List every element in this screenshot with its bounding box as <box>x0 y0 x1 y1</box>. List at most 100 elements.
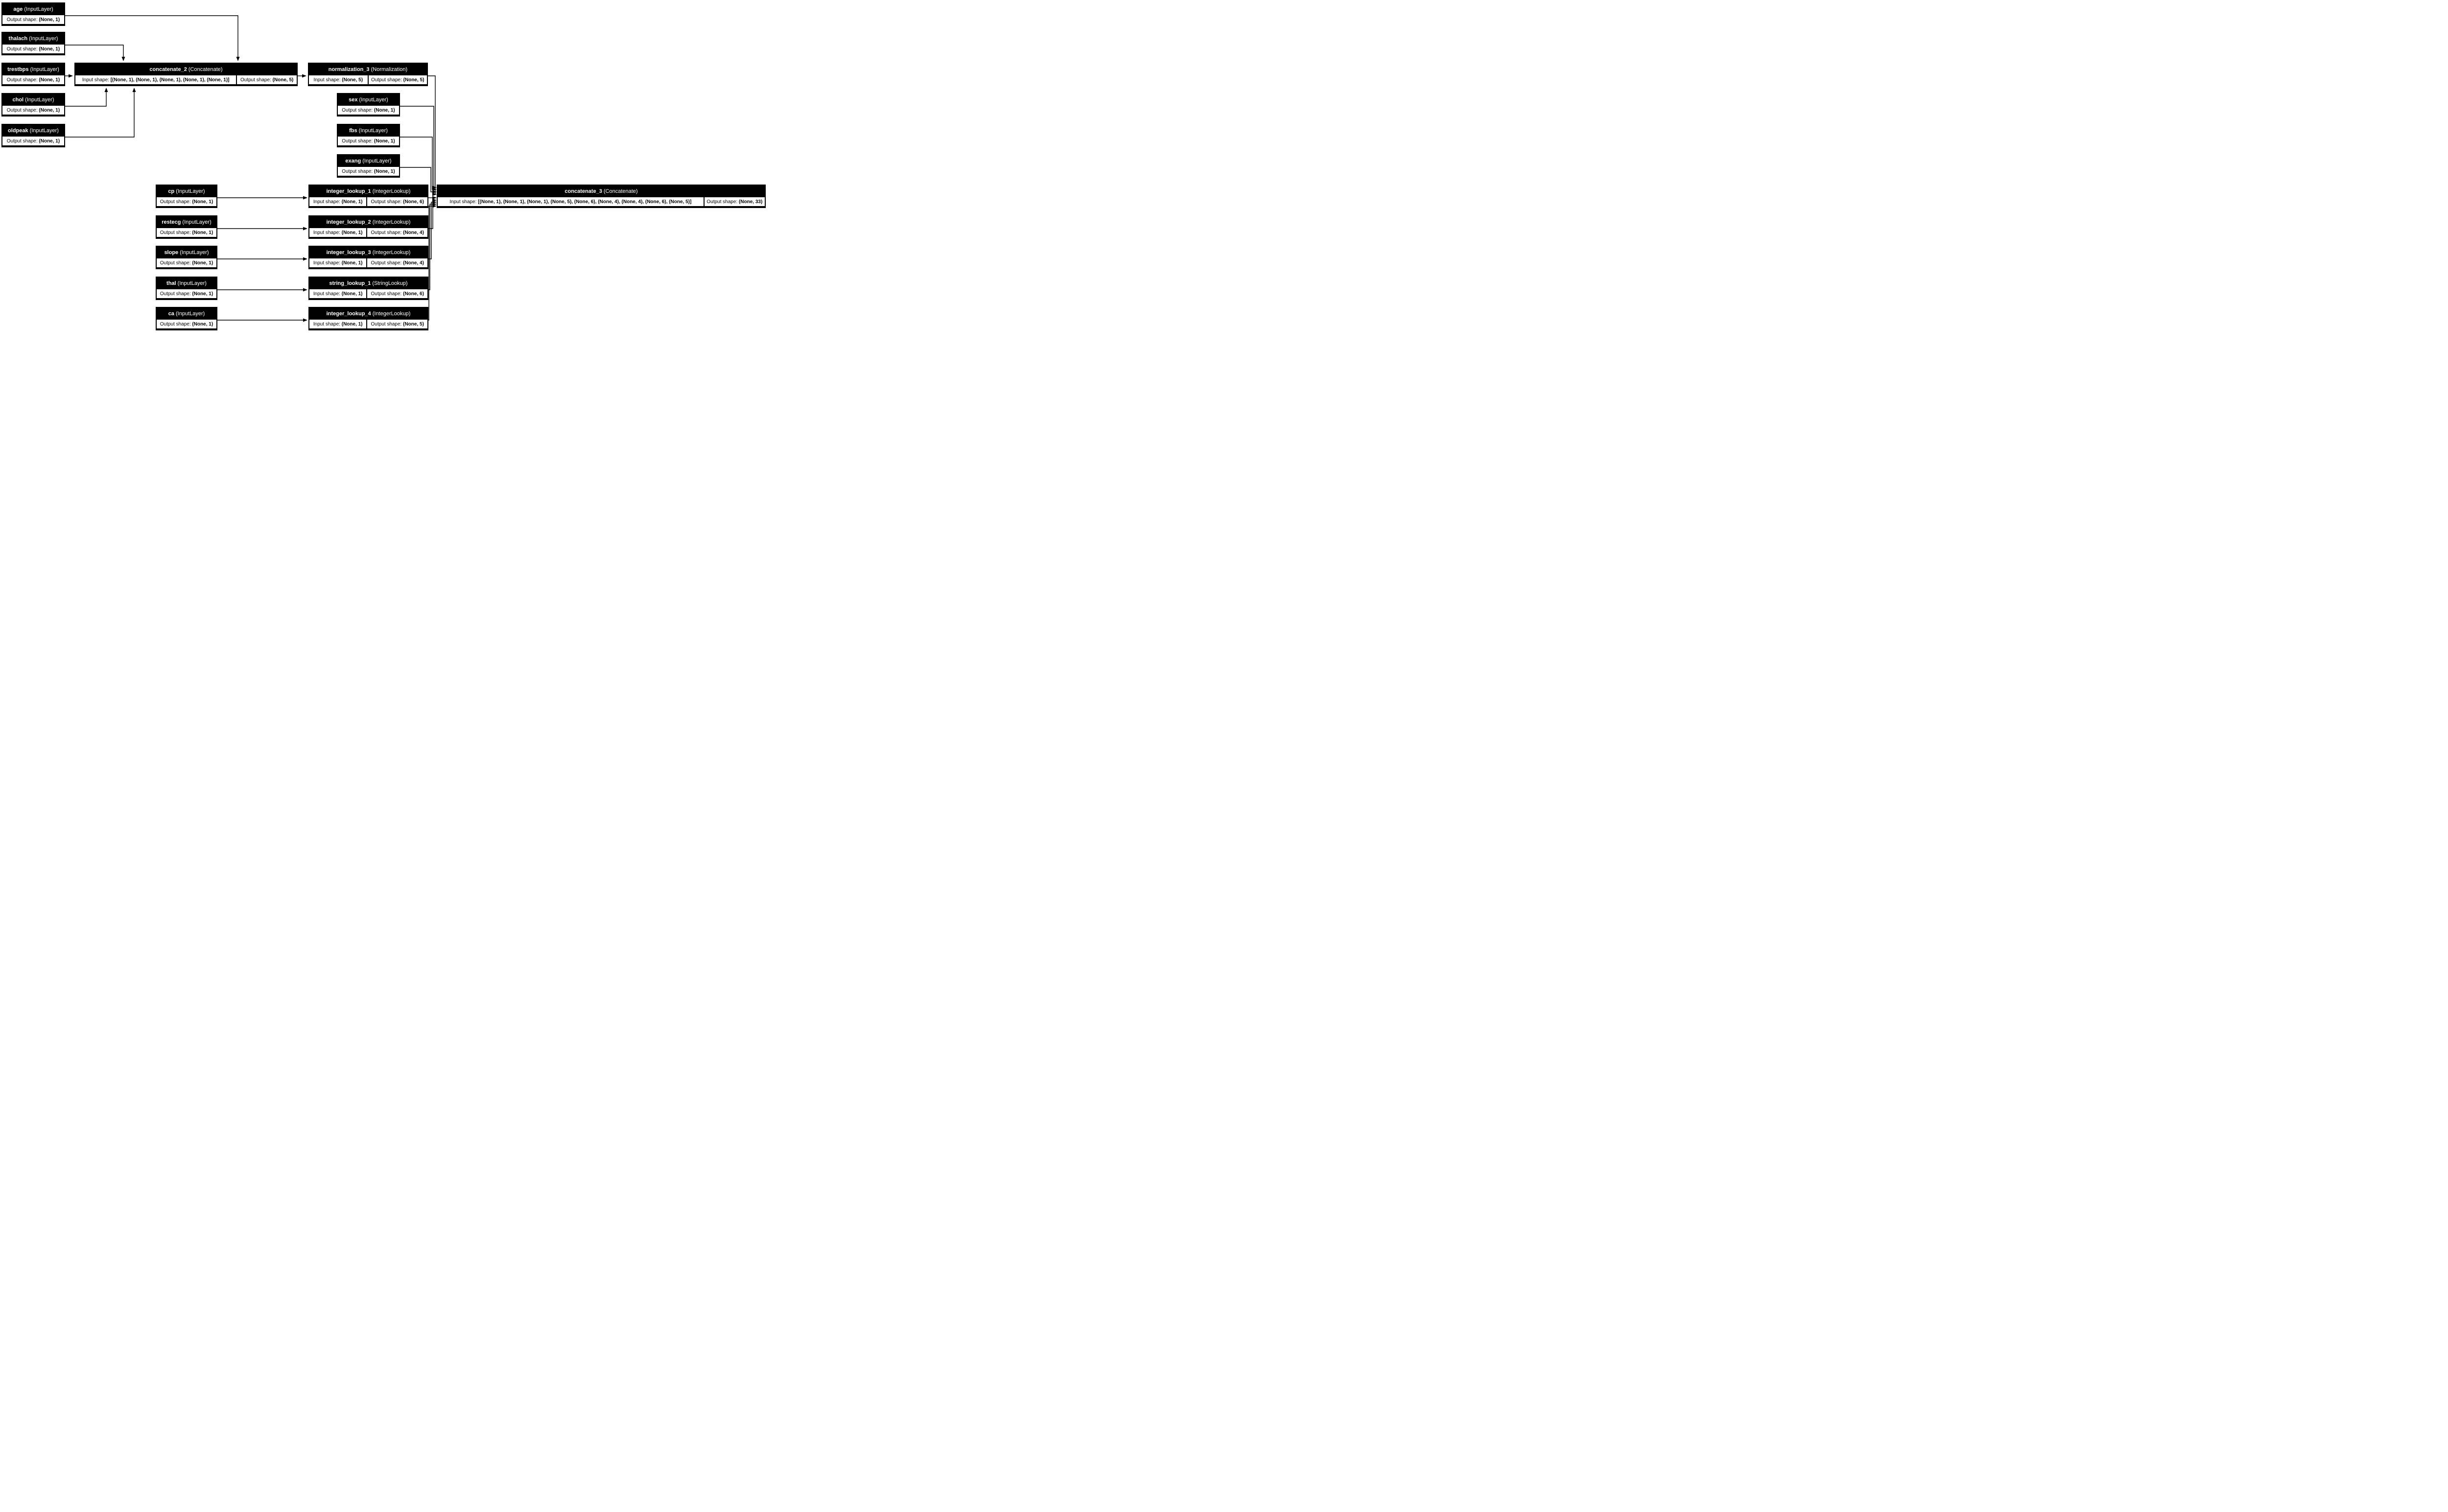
layer-type: (StringLookup) <box>371 280 408 286</box>
layer-type: (InputLayer) <box>23 6 53 12</box>
shape-value: (None, 1) <box>374 138 395 144</box>
layer-name: exang <box>345 158 361 164</box>
shape-label: Output shape: <box>160 321 192 327</box>
shape-value: (None, 1) <box>39 46 60 52</box>
layer-name: slope <box>164 250 179 256</box>
shape-value: (None, 1) <box>374 168 395 174</box>
shape-value: (None, 5) <box>342 77 363 83</box>
layer-node-integer_lookup_1: integer_lookup_1 (IntegerLookup) Input sh… <box>308 185 428 208</box>
layer-type: (IntegerLookup) <box>371 250 411 256</box>
layer-type: (Concatenate) <box>602 188 638 194</box>
layer-node-age: age (InputLayer) Output shape: (None, 1) <box>1 2 65 26</box>
shape-cell: Input shape: [(None, 1), (None, 1), (Non… <box>438 197 704 206</box>
layer-title: integer_lookup_3 (IntegerLookup) <box>309 247 427 258</box>
shape-label: Input shape: <box>313 260 342 266</box>
shape-cell: Output shape: (None, 1) <box>2 45 64 53</box>
shape-value: (None, 1) <box>39 77 60 83</box>
layer-type: (InputLayer) <box>28 128 59 134</box>
layer-title: ca (InputLayer) <box>157 308 216 320</box>
layer-title: string_lookup_1 (StringLookup) <box>309 278 427 289</box>
shape-value: (None, 1) <box>341 260 363 266</box>
layer-title: oldpeak (InputLayer) <box>2 125 64 137</box>
shape-value: (None, 1) <box>192 199 213 205</box>
layer-name: fbs <box>349 128 357 134</box>
layer-type: (InputLayer) <box>176 280 207 286</box>
shape-cells: Input shape: (None, 1)Output shape: (Non… <box>309 258 427 267</box>
layer-title: concatenate_3 (Concatenate) <box>438 186 765 197</box>
shape-value: (None, 1) <box>192 291 213 297</box>
layer-name: age <box>13 6 23 12</box>
layer-type: (InputLayer) <box>178 250 209 256</box>
shape-cells: Output shape: (None, 1) <box>157 320 216 328</box>
layer-name: concatenate_3 <box>565 188 602 194</box>
layer-node-integer_lookup_4: integer_lookup_4 (IntegerLookup)Input sh… <box>308 307 428 330</box>
shape-label: Output shape: <box>160 230 192 235</box>
shape-value: (None, 1) <box>39 17 60 23</box>
layer-type: (InputLayer) <box>174 188 205 194</box>
layer-node-cp: cp (InputLayer)Output shape: (None, 1) <box>156 185 217 208</box>
edge-string_lookup_1-concatenate_3 <box>428 202 437 290</box>
shape-cell: Output shape: (None, 1) <box>2 106 64 115</box>
layer-type: (InputLayer) <box>174 311 205 317</box>
shape-cell: Input shape: [(None, 1), (None, 1), (Non… <box>75 75 236 84</box>
layer-name: concatenate_2 <box>149 67 187 72</box>
shape-label: Input shape: <box>313 230 342 235</box>
edge-sex-concatenate_3 <box>400 106 437 189</box>
edge-normalization_3-concatenate_3 <box>428 75 437 196</box>
shape-cell: Output shape: (None, 4) <box>367 228 427 237</box>
layer-type: (InputLayer) <box>28 67 59 72</box>
layer-name: string_lookup_1 <box>329 280 371 286</box>
shape-value: (None, 1) <box>341 199 363 205</box>
shape-value: [(None, 1), (None, 1), (None, 1), (None,… <box>478 199 692 205</box>
shape-cells: Output shape: (None, 1) <box>157 197 216 206</box>
shape-cell: Output shape: (None, 1) <box>338 137 399 145</box>
shape-value: (None, 1) <box>192 260 213 266</box>
layer-title: slope (InputLayer) <box>157 247 216 258</box>
shape-cell: Output shape: (None, 5) <box>368 75 427 84</box>
layer-name: sex <box>349 97 358 103</box>
layer-type: (InputLayer) <box>361 158 392 164</box>
layer-node-string_lookup_1: string_lookup_1 (StringLookup)Input shap… <box>308 277 428 300</box>
layer-type: (Concatenate) <box>187 67 223 72</box>
layer-type: (IntegerLookup) <box>371 219 411 225</box>
layer-node-chol: chol (InputLayer) Output shape: (None, 1) <box>1 93 65 116</box>
shape-cell: Input shape: (None, 1) <box>309 258 367 267</box>
shape-cells: Input shape: (None, 1)Output shape: (Non… <box>309 289 427 298</box>
edge-thalach-concatenate_2 <box>65 45 125 61</box>
shape-value: (None, 6) <box>403 199 424 205</box>
layer-title: cp (InputLayer) <box>157 186 216 197</box>
shape-cells: Output shape: (None, 1) <box>2 75 64 84</box>
shape-label: Input shape: <box>313 199 342 205</box>
shape-cell: Output shape: (None, 5) <box>367 320 427 328</box>
shape-label: Output shape: <box>342 168 374 174</box>
edge-oldpeak-concatenate_2 <box>65 88 136 138</box>
layer-node-trestbps: trestbps (InputLayer)Output shape: (None… <box>1 63 65 86</box>
layer-name: normalization_3 <box>328 67 370 72</box>
shape-label: Output shape: <box>160 260 192 266</box>
shape-cell: Output shape: (None, 1) <box>157 258 216 267</box>
shape-label: Output shape: <box>371 321 403 327</box>
layer-title: integer_lookup_1 (IntegerLookup) <box>309 186 427 197</box>
shape-cells: Input shape: [(None, 1), (None, 1), (Non… <box>75 75 297 84</box>
shape-label: Output shape: <box>6 77 39 83</box>
shape-cells: Input shape: (None, 1)Output shape: (Non… <box>309 320 427 328</box>
shape-cell: Output shape: (None, 1) <box>338 167 399 176</box>
shape-cells: Output shape: (None, 1) <box>2 45 64 53</box>
shape-cells: Output shape: (None, 1) <box>2 15 64 24</box>
shape-label: Input shape: <box>313 321 342 327</box>
layer-name: integer_lookup_4 <box>326 311 371 317</box>
layer-type: (InputLayer) <box>24 97 54 103</box>
layer-name: integer_lookup_1 <box>326 188 371 194</box>
layer-title: integer_lookup_4 (IntegerLookup) <box>309 308 427 320</box>
layer-name: thal <box>166 280 176 286</box>
layer-type: (InputLayer) <box>357 97 388 103</box>
shape-label: Output shape: <box>6 107 39 113</box>
layer-name: cp <box>168 188 175 194</box>
shape-label: Input shape: <box>82 77 111 83</box>
layer-type: (InputLayer) <box>357 128 388 134</box>
shape-label: Output shape: <box>371 291 403 297</box>
shape-value: (None, 5) <box>403 77 424 83</box>
layer-title: concatenate_2 (Concatenate) <box>75 64 297 75</box>
edge-integer_lookup_4-concatenate_3 <box>428 204 437 321</box>
layer-name: chol <box>12 97 24 103</box>
